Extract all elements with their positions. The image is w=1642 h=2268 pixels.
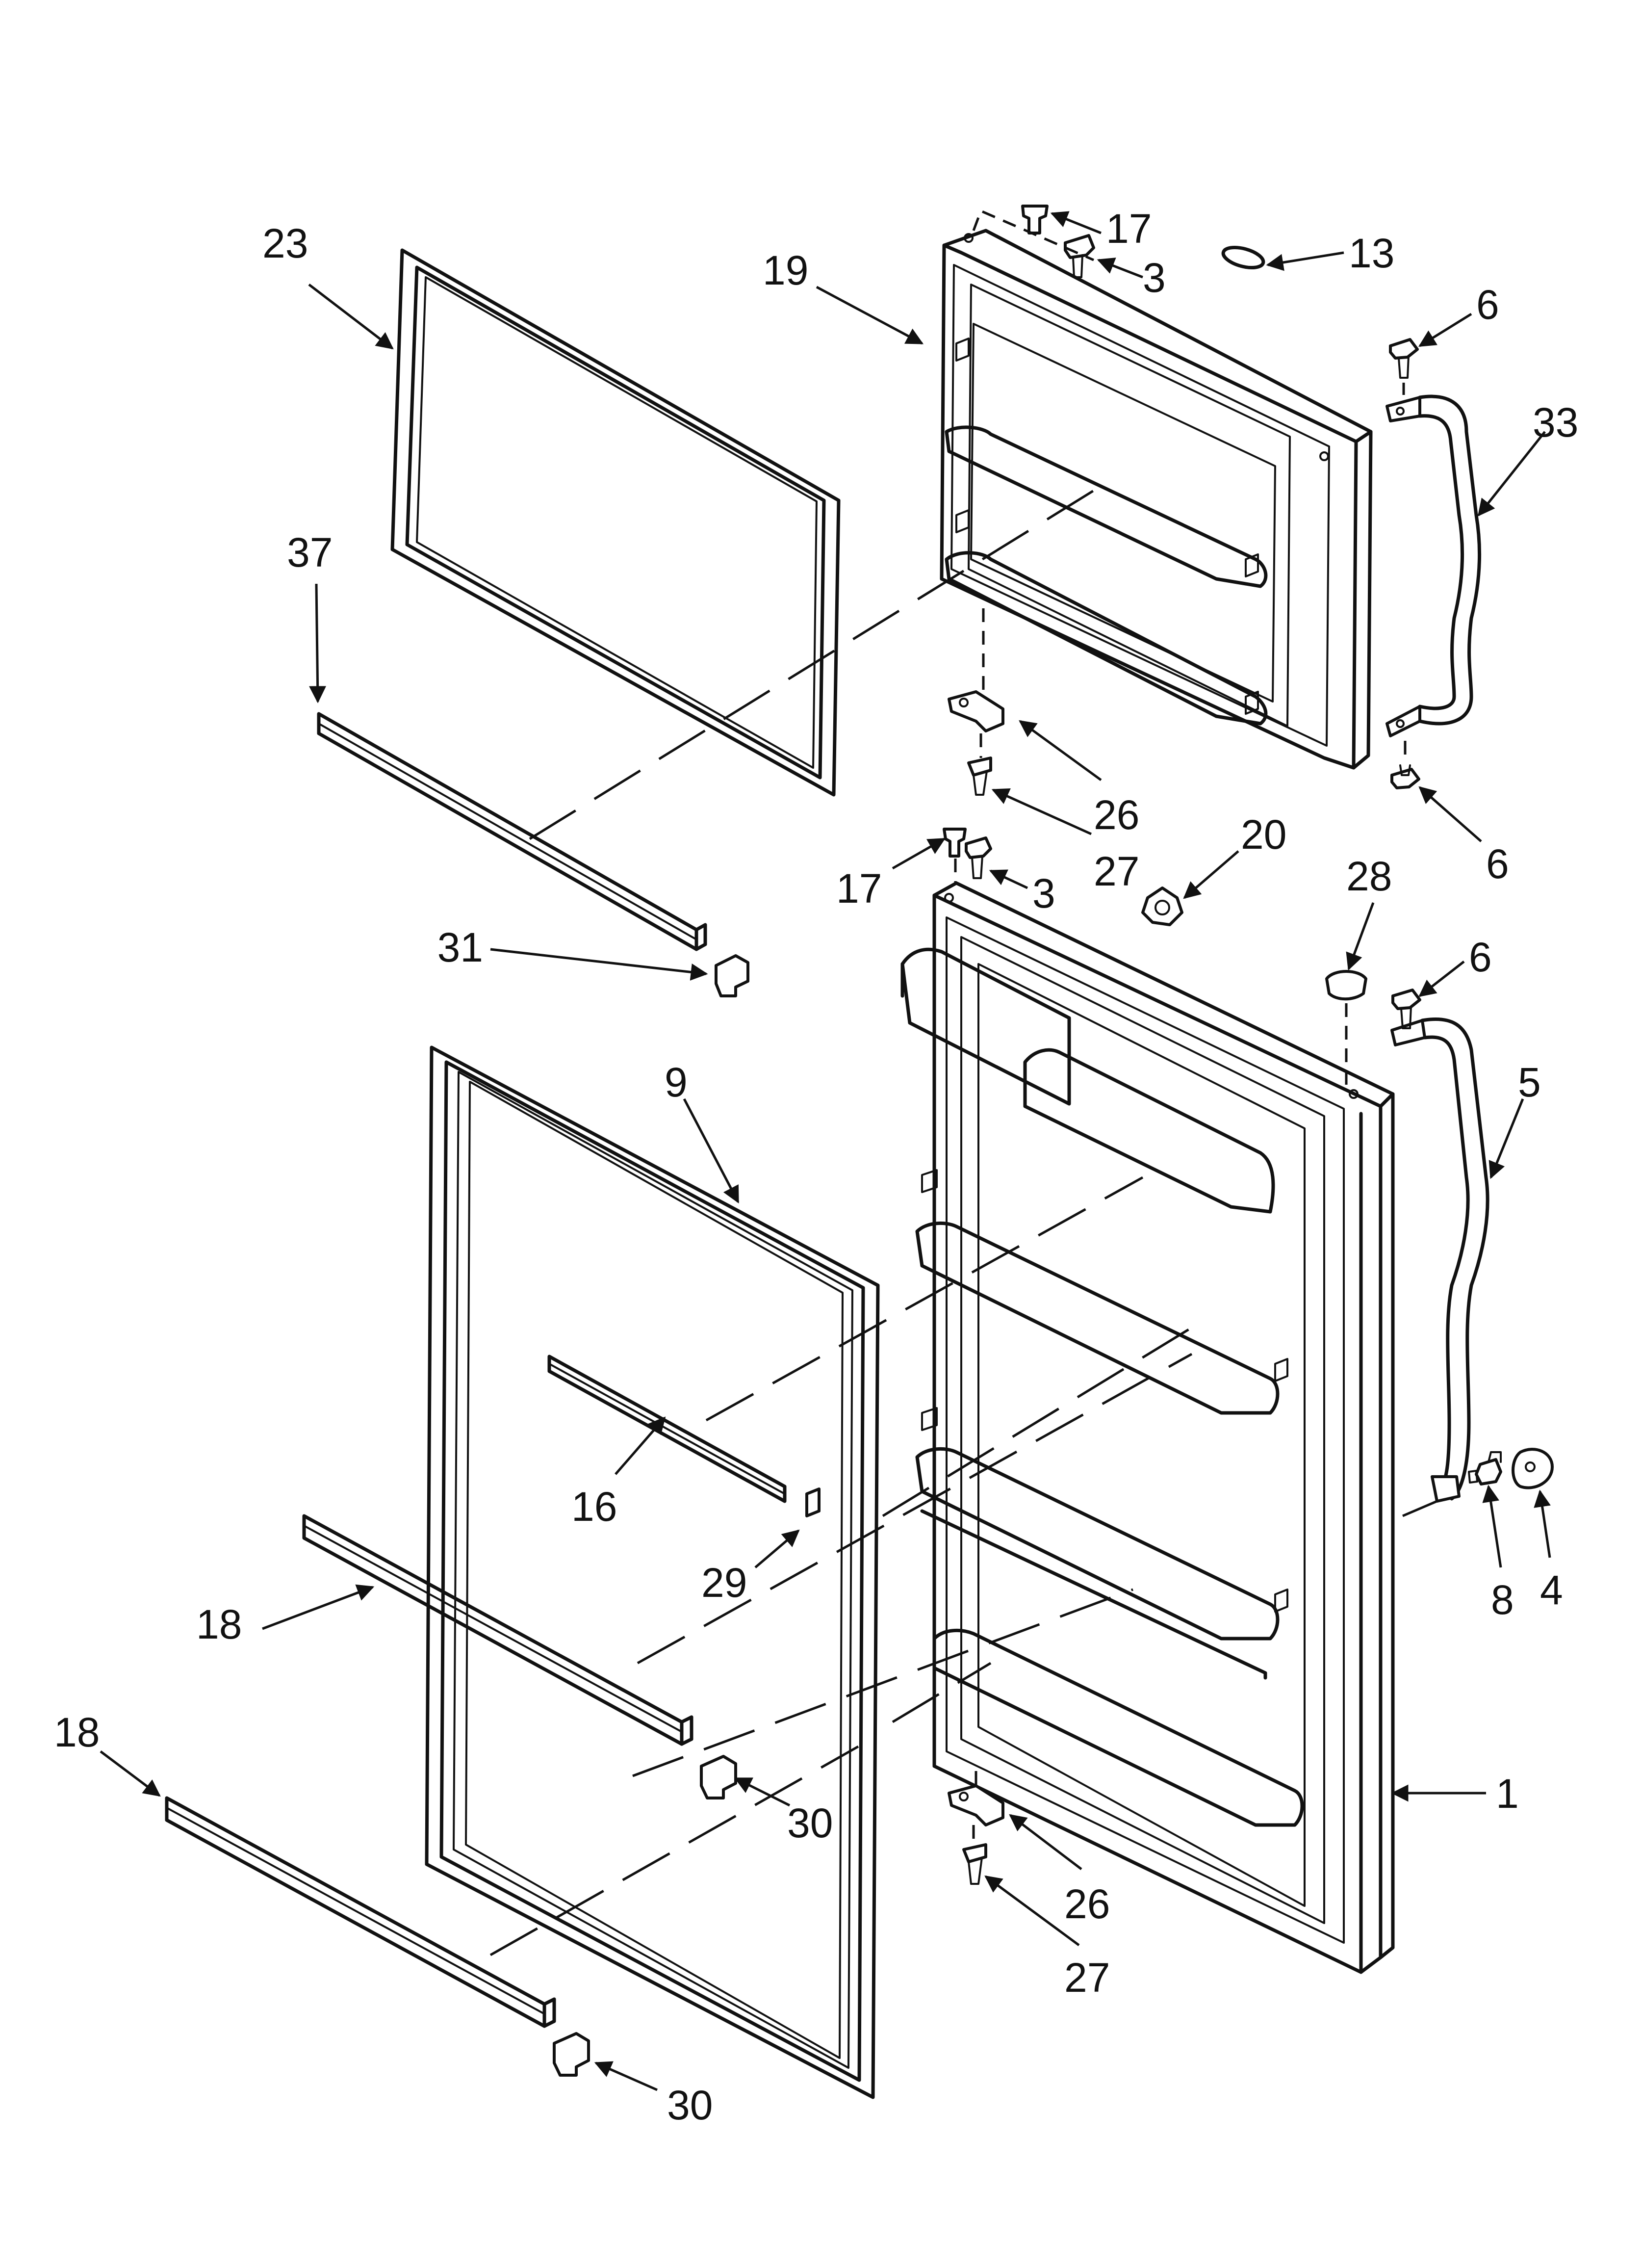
callout-28: 28 [1346,853,1392,899]
freezer-plug-17 [1021,205,1049,235]
trim-clip-31 [715,954,749,997]
callout-29: 29 [701,1560,747,1606]
callout-6-lower: 6 [1469,934,1492,980]
callout-1: 1 [1496,1771,1519,1817]
hinge-26-upper [948,690,1004,732]
callout-37: 37 [287,529,333,575]
refrigerator-handle [1390,1017,1489,1503]
callout-17-upper: 17 [1106,206,1152,252]
callout-4: 4 [1540,1567,1563,1613]
callout-5: 5 [1518,1059,1541,1105]
freezer-handle [1385,394,1482,737]
cap-4 [1512,1448,1554,1489]
freezer-screw-3 [1064,234,1095,278]
leaders [100,211,1551,2091]
handle-screw-6c [1391,989,1421,1029]
callout-8: 8 [1491,1577,1514,1623]
hinge-screw-27-upper [967,756,992,796]
callout-33: 33 [1533,399,1578,445]
freezer-door [940,229,1373,770]
assembly-lines [489,489,1437,1956]
hole-plug-28 [1325,970,1367,1001]
freezer-gasket [390,248,841,797]
callout-23: 23 [262,220,308,266]
trim-strip-18-lower [165,1796,556,2028]
callout-19: 19 [763,247,808,293]
hinge-26-lower [948,1784,1004,1826]
callout-20: 20 [1241,811,1286,858]
trim-clip-29 [805,1487,821,1517]
callout-26-lower: 26 [1064,1881,1110,1927]
freezer-trim-strip [317,712,707,951]
callout-3-lower: 3 [1032,870,1055,916]
callout-18-lower: 18 [54,1709,100,1755]
callout-17-lower: 17 [836,865,882,912]
callout-18-upper: 18 [196,1601,242,1647]
cover-button-13 [1221,245,1265,270]
refrigerator-door [900,881,1395,1974]
callout-6-top: 6 [1476,282,1499,328]
callout-6-mid: 6 [1486,841,1509,887]
refrigerator-gasket [425,1045,880,2099]
callout-3-upper: 3 [1143,255,1166,301]
callout-27-lower: 27 [1064,1955,1110,2001]
trim-clip-30-upper [700,1755,737,1799]
handle-screw-6b [1390,764,1420,789]
door-screw-3 [965,836,992,879]
trim-strip-16 [547,1355,787,1503]
door-plug-17 [943,828,967,858]
callout-labels: 23 37 31 9 16 29 18 18 30 30 19 17 3 13 … [54,206,1578,2128]
callout-30-upper: 30 [787,1800,833,1846]
callout-31: 31 [437,924,483,970]
hinge-screw-27-lower [962,1843,987,1885]
trim-clip-30-lower [553,2032,590,2077]
callout-13: 13 [1349,230,1394,276]
callout-30-lower: 30 [667,2082,713,2128]
callout-26-upper: 26 [1094,792,1139,838]
handle-screw-6a [1389,338,1419,379]
trim-strip-18-upper [302,1514,693,1746]
screw-8 [1468,1451,1502,1486]
callout-16: 16 [571,1484,617,1530]
door-cam-20 [1141,886,1183,926]
callout-9: 9 [665,1059,688,1105]
callout-27-upper: 27 [1094,848,1139,894]
